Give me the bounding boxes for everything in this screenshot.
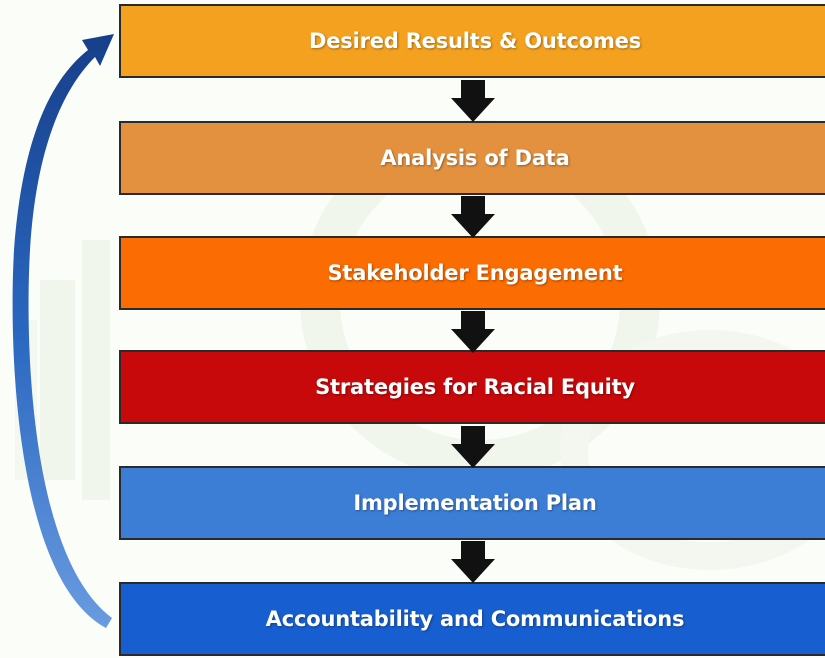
step-implementation-plan: Implementation Plan (119, 466, 825, 540)
step-label: Analysis of Data (380, 146, 570, 170)
down-arrow-icon (451, 196, 495, 238)
step-stakeholder-engagement: Stakeholder Engagement (119, 236, 825, 310)
down-arrow-icon (451, 426, 495, 468)
background-building-shape (82, 240, 110, 500)
step-label: Strategies for Racial Equity (315, 375, 635, 399)
step-analysis-of-data: Analysis of Data (119, 121, 825, 195)
down-arrow-icon (451, 311, 495, 353)
step-label: Implementation Plan (353, 491, 597, 515)
step-label: Desired Results & Outcomes (309, 29, 641, 53)
background-building-shape (40, 280, 75, 480)
step-label: Stakeholder Engagement (327, 261, 623, 285)
step-desired-results: Desired Results & Outcomes (119, 4, 825, 78)
step-accountability-communications: Accountability and Communications (119, 582, 825, 656)
step-strategies-racial-equity: Strategies for Racial Equity (119, 350, 825, 424)
step-label: Accountability and Communications (265, 607, 685, 631)
background-building-shape (15, 320, 37, 480)
down-arrow-icon (451, 80, 495, 122)
down-arrow-icon (451, 541, 495, 583)
